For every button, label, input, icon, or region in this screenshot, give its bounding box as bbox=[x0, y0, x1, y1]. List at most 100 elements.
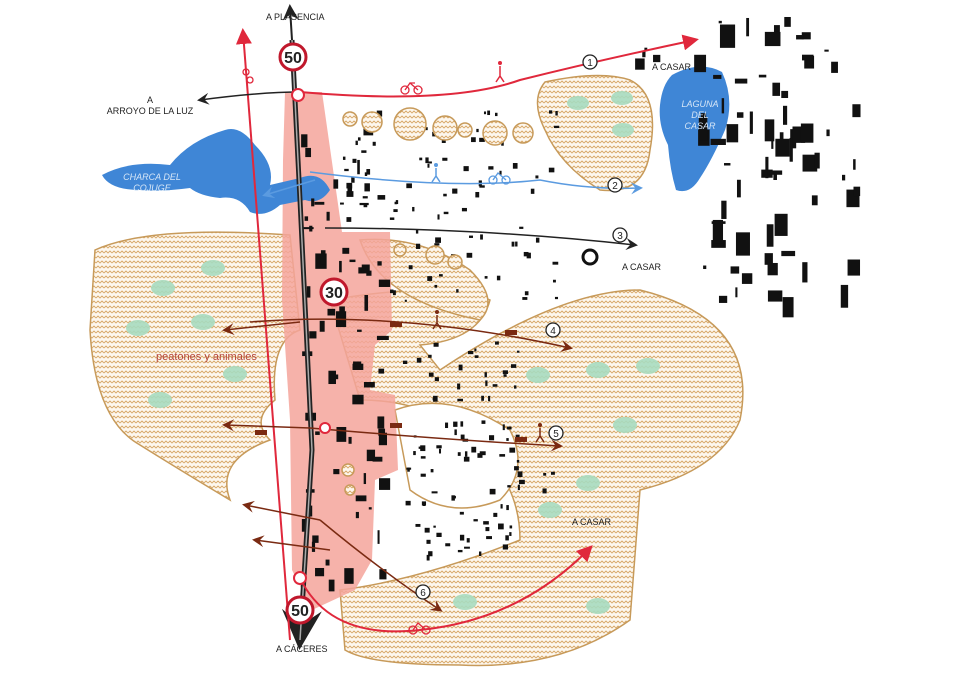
building bbox=[523, 251, 529, 257]
building bbox=[524, 291, 529, 296]
svg-text:50: 50 bbox=[284, 50, 302, 67]
building bbox=[773, 172, 777, 180]
building bbox=[376, 335, 389, 341]
building bbox=[509, 532, 512, 536]
building bbox=[342, 247, 350, 254]
building bbox=[802, 262, 808, 283]
building bbox=[377, 195, 386, 200]
building bbox=[379, 569, 387, 580]
building bbox=[542, 488, 547, 494]
building bbox=[372, 141, 376, 146]
building bbox=[457, 452, 461, 456]
building bbox=[535, 237, 540, 243]
route-number-5: 5 bbox=[553, 429, 559, 440]
building bbox=[416, 357, 422, 363]
building bbox=[730, 266, 740, 274]
building bbox=[461, 207, 467, 212]
building bbox=[464, 546, 470, 549]
building bbox=[457, 549, 463, 553]
building bbox=[413, 451, 416, 456]
building bbox=[336, 426, 347, 442]
building bbox=[456, 289, 459, 293]
building bbox=[311, 541, 316, 552]
building bbox=[735, 232, 750, 256]
building bbox=[433, 342, 439, 347]
building bbox=[443, 193, 447, 197]
building bbox=[435, 237, 441, 243]
route-2[interactable] bbox=[309, 171, 643, 195]
route-to-arroyo[interactable] bbox=[197, 91, 301, 105]
building bbox=[514, 466, 519, 471]
route-1[interactable] bbox=[299, 34, 699, 98]
bicycle-icon-blue bbox=[488, 172, 511, 185]
roundabout-icon bbox=[581, 248, 599, 266]
building bbox=[535, 175, 539, 179]
bike-route-north-south[interactable] bbox=[235, 28, 291, 641]
building bbox=[481, 395, 484, 401]
building bbox=[421, 501, 427, 506]
building bbox=[378, 279, 391, 287]
building bbox=[405, 500, 411, 506]
building bbox=[494, 112, 498, 117]
building bbox=[718, 295, 728, 303]
building bbox=[415, 243, 421, 249]
building bbox=[434, 284, 438, 288]
building bbox=[454, 429, 457, 436]
building bbox=[466, 538, 470, 543]
building bbox=[457, 383, 461, 390]
building bbox=[736, 112, 744, 118]
building bbox=[713, 74, 722, 79]
building bbox=[480, 234, 483, 240]
building bbox=[736, 179, 741, 198]
building bbox=[392, 290, 396, 296]
building bbox=[377, 261, 382, 266]
building bbox=[796, 35, 804, 40]
building bbox=[419, 157, 423, 161]
building bbox=[428, 551, 433, 557]
building bbox=[712, 219, 724, 244]
building bbox=[719, 24, 736, 48]
building bbox=[305, 147, 312, 158]
label-arroyo: ARROYO DE LA LUZ bbox=[107, 106, 194, 116]
bike-route-south[interactable] bbox=[299, 545, 593, 633]
building bbox=[789, 137, 793, 162]
building bbox=[445, 422, 449, 429]
building bbox=[428, 354, 432, 358]
building bbox=[312, 535, 319, 543]
building bbox=[516, 350, 520, 353]
route-6[interactable] bbox=[319, 519, 443, 612]
building bbox=[554, 296, 559, 300]
building bbox=[357, 137, 361, 141]
building bbox=[548, 110, 553, 114]
building bbox=[309, 331, 317, 339]
building bbox=[304, 216, 309, 221]
route-5[interactable] bbox=[309, 427, 563, 452]
building bbox=[519, 226, 524, 229]
building bbox=[306, 286, 311, 298]
pedestrian-icon bbox=[431, 61, 545, 443]
building bbox=[515, 241, 518, 247]
building bbox=[764, 253, 773, 265]
building bbox=[847, 259, 861, 276]
building bbox=[487, 110, 491, 116]
building bbox=[362, 196, 368, 199]
building bbox=[479, 137, 485, 142]
building bbox=[503, 374, 507, 377]
building bbox=[453, 421, 458, 427]
building bbox=[355, 140, 358, 146]
lake-label-cojuge: COJUGE bbox=[133, 183, 172, 193]
building bbox=[741, 273, 753, 284]
building bbox=[422, 503, 426, 507]
building bbox=[333, 469, 340, 475]
route-number-4: 4 bbox=[550, 326, 556, 337]
building bbox=[428, 372, 434, 377]
route-3[interactable] bbox=[324, 227, 638, 250]
building bbox=[481, 420, 486, 424]
building bbox=[842, 174, 846, 181]
building bbox=[346, 182, 353, 189]
building bbox=[393, 209, 398, 213]
building bbox=[333, 179, 339, 189]
building bbox=[346, 217, 352, 222]
route-4[interactable] bbox=[249, 318, 573, 352]
